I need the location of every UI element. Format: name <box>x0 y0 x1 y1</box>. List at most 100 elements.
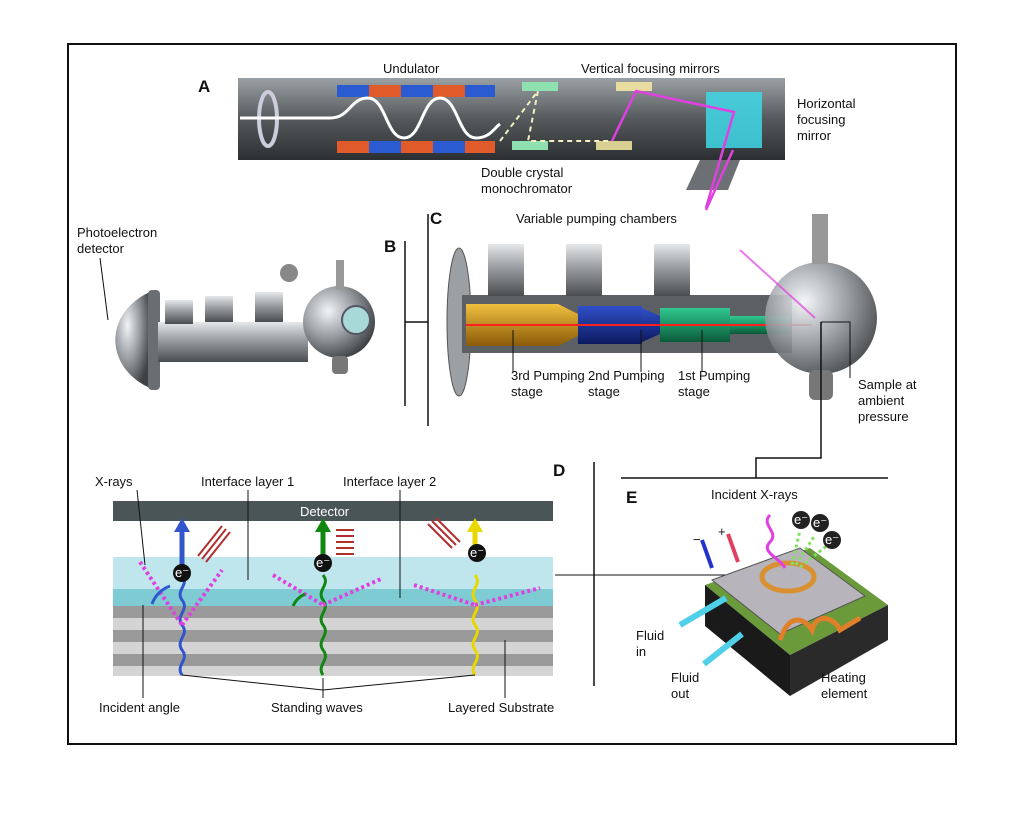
electron-arrowhead-yellow <box>467 518 483 532</box>
label-horizontal-3: mirror <box>797 128 832 143</box>
panel-c: C Variable pumping chambers 3rd Pumping … <box>430 149 917 479</box>
label-detector-1: Photoelectron <box>77 225 157 240</box>
label-stage3-2: stage <box>511 384 543 399</box>
label-mono-1: Double crystal <box>481 165 563 180</box>
standing-wave-green <box>319 574 327 676</box>
label-mono-2: monochromator <box>481 181 573 196</box>
panel-e: E Incident X-rays − + e⁻ e⁻ e⁻ Fluid in … <box>626 487 888 701</box>
label-xrays: X-rays <box>95 474 133 489</box>
label-heating-2: element <box>821 686 868 701</box>
panel-b: B Photoelectron detector <box>77 225 396 390</box>
crystal-top <box>522 82 558 91</box>
label-horizontal-2: focusing <box>797 112 845 127</box>
electrode-minus <box>700 539 714 569</box>
electron-blue <box>173 564 191 582</box>
fluid-out-tube <box>702 631 744 667</box>
label-fluid-out-2: out <box>671 686 689 701</box>
electron-green <box>314 554 332 572</box>
pump-b3 <box>255 292 283 322</box>
vertical-mirror-bottom <box>596 141 632 150</box>
label-stage1-1: 1st Pumping <box>678 368 750 383</box>
connector-c-e <box>755 322 822 478</box>
detector-bar <box>113 501 553 521</box>
xray-beams-d <box>138 560 541 627</box>
gauge-b <box>280 264 298 282</box>
electron-e3 <box>823 531 841 549</box>
detector-flange <box>148 290 160 390</box>
heating-coil <box>777 615 862 641</box>
standing-wave-yellow <box>471 574 479 676</box>
electron-e1-label: e⁻ <box>794 512 808 527</box>
electron-yellow-label: e⁻ <box>470 545 484 560</box>
label-incident-xrays: Incident X-rays <box>711 487 798 502</box>
bracket-bc <box>404 214 429 426</box>
panel-label-d: D <box>553 461 565 480</box>
electron-arrowhead-green <box>315 518 331 532</box>
label-variable-pumping: Variable pumping chambers <box>516 211 677 226</box>
label-fluid-out-1: Fluid <box>671 670 699 685</box>
label-incident-angle: Incident angle <box>99 700 180 715</box>
leader-xrays <box>136 489 146 566</box>
leader-detector <box>99 257 109 321</box>
label-substrate: Layered Substrate <box>448 700 554 715</box>
beam-link-a-c <box>704 149 735 211</box>
incident-angle-arc <box>150 584 171 605</box>
beamline-outlet <box>686 160 740 190</box>
label-stage2-2: stage <box>588 384 620 399</box>
xray-path-dashed <box>499 90 612 142</box>
incoming-beam-c <box>739 249 816 319</box>
panel-label-a: A <box>198 77 210 96</box>
vertical-mirror-top <box>616 82 652 91</box>
fluid-in-tube <box>678 595 728 628</box>
undulator-magnets-top <box>337 85 495 97</box>
label-horizontal-1: Horizontal <box>797 96 856 111</box>
electron-e3-label: e⁻ <box>825 532 839 547</box>
chamber-b-sphere <box>303 286 375 358</box>
undulator-magnets-bottom <box>337 141 495 153</box>
emission-stripes <box>197 517 461 563</box>
label-plus: + <box>718 524 726 539</box>
analyzer-tube <box>158 322 308 362</box>
label-heating-1: Heating <box>821 670 866 685</box>
panel-label-c: C <box>430 209 442 228</box>
panel-a: A Undulator Vertical focusing mirror <box>198 61 856 209</box>
label-standing-waves: Standing waves <box>271 700 363 715</box>
incident-xray-wavy <box>765 513 787 569</box>
horizontal-mirror-shape <box>706 92 762 148</box>
label-vertical-mirrors: Vertical focusing mirrors <box>581 61 720 76</box>
sample-window-ring <box>759 560 817 594</box>
sample-chamber-sphere <box>765 262 877 374</box>
leader-sample <box>821 321 851 378</box>
electron-beam-path <box>240 96 501 140</box>
pump-towers-c <box>488 244 690 296</box>
electron-e1 <box>792 511 810 529</box>
crystal-bottom <box>512 141 548 150</box>
label-sample-3: pressure <box>858 409 909 424</box>
label-sample-2: ambient <box>858 393 905 408</box>
panel-d: D Detector e⁻ e⁻ e⁻ <box>95 461 745 715</box>
panel-label-b: B <box>384 237 396 256</box>
figure-frame <box>67 43 957 745</box>
label-stage3-1: 3rd Pumping <box>511 368 585 383</box>
label-interface2: Interface layer 2 <box>343 474 436 489</box>
chamber-b-manipulator <box>336 260 344 290</box>
label-minus: − <box>693 532 701 547</box>
electron-yellow <box>468 544 486 562</box>
cell-base-front <box>705 585 790 696</box>
cell-base-side <box>790 605 888 696</box>
label-stage1-2: stage <box>678 384 710 399</box>
label-fluid-in-2: in <box>636 644 646 659</box>
panel-label-e: E <box>626 488 637 507</box>
detector-hemisphere <box>115 292 150 388</box>
label-detector-2: detector <box>77 241 125 256</box>
incident-angle-arc-green <box>291 592 306 607</box>
pump-b1 <box>165 300 193 324</box>
detector-bar-label: Detector <box>300 504 350 519</box>
electron-arrowhead-blue <box>174 518 190 532</box>
xray-beam-magenta <box>610 89 736 209</box>
label-undulator: Undulator <box>383 61 440 76</box>
electron-blue-label: e⁻ <box>175 565 189 580</box>
label-interface1: Interface layer 1 <box>201 474 294 489</box>
electrode-plus <box>726 533 740 563</box>
